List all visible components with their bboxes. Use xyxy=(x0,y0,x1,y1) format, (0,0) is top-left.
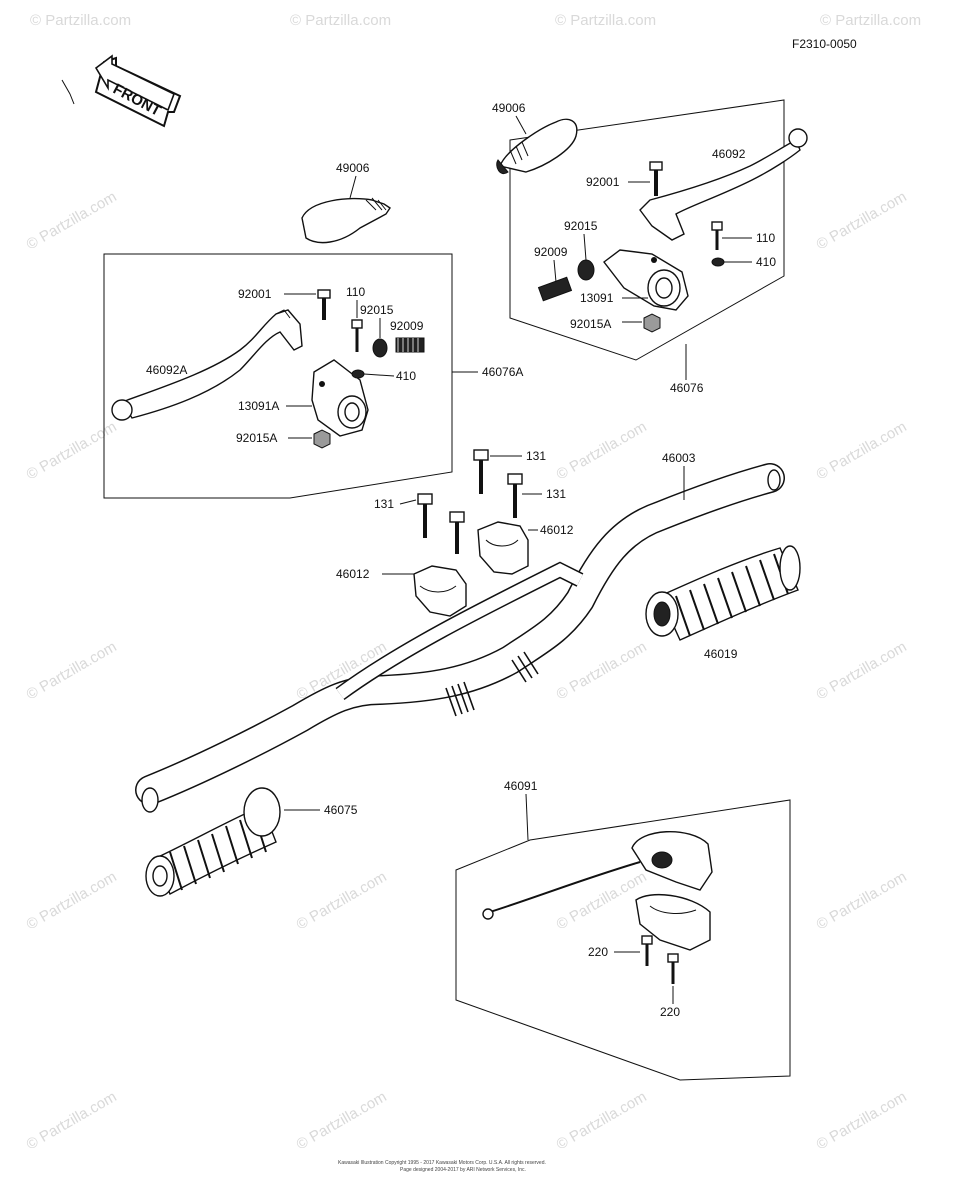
throttle-assembly-outline xyxy=(455,799,791,1081)
watermark: © Partzilla.com xyxy=(555,12,656,29)
label-131-c: 131 xyxy=(374,497,394,511)
grip-46019 xyxy=(645,545,801,641)
label-220-b: 220 xyxy=(660,1005,680,1019)
label-92015-left: 92015 xyxy=(360,303,394,317)
screw-220-b xyxy=(667,953,679,984)
lever-holder-13091A xyxy=(311,359,369,437)
washer-92015-right xyxy=(577,259,595,281)
dust-cover-left xyxy=(301,197,391,244)
label-13091A: 13091A xyxy=(238,399,279,413)
label-110-left: 110 xyxy=(346,285,365,299)
watermark: © Partzilla.com xyxy=(24,1088,120,1153)
watermark: © Partzilla.com xyxy=(554,1088,650,1153)
label-46012-b: 46012 xyxy=(336,567,370,581)
handlebar-46003 xyxy=(135,463,785,813)
label-410-left: 410 xyxy=(396,369,416,383)
bolt-92001-right xyxy=(649,161,663,196)
watermark: © Partzilla.com xyxy=(294,1088,390,1153)
label-13091: 13091 xyxy=(580,291,614,305)
label-92001-left: 92001 xyxy=(238,287,272,301)
handlebar-holder-46012-lower xyxy=(413,565,467,617)
label-49006-left: 49006 xyxy=(336,161,370,175)
handlebar-holder-46012-upper xyxy=(477,521,529,575)
label-131-b: 131 xyxy=(546,487,566,501)
footer-copyright: Kawasaki Illustration Copyright 1995 - 2… xyxy=(338,1160,546,1166)
bolt-131-d xyxy=(449,511,465,554)
diagram-code: F2310-0050 xyxy=(792,37,857,51)
watermark: © Partzilla.com xyxy=(814,638,910,703)
lever-holder-13091 xyxy=(603,249,689,311)
watermark: © Partzilla.com xyxy=(294,868,390,933)
watermark: © Partzilla.com xyxy=(554,418,650,483)
label-46092: 46092 xyxy=(712,147,746,161)
watermark: © Partzilla.com xyxy=(820,12,921,29)
watermark: © Partzilla.com xyxy=(24,418,120,483)
label-46012-a: 46012 xyxy=(540,523,574,537)
watermark: © Partzilla.com xyxy=(814,1088,910,1153)
right-assembly-outline xyxy=(509,99,785,361)
label-110-right: 110 xyxy=(756,231,775,245)
label-92001-right: 92001 xyxy=(586,175,620,189)
label-46091: 46091 xyxy=(504,779,538,793)
adjuster-92009-left xyxy=(395,337,425,353)
watermark: © Partzilla.com xyxy=(814,188,910,253)
adjuster-92009-right xyxy=(537,276,573,302)
label-92015A-right: 92015A xyxy=(570,317,611,331)
bolt-131-b xyxy=(507,473,523,518)
watermark: © Partzilla.com xyxy=(290,12,391,29)
label-46092A: 46092A xyxy=(146,363,187,377)
watermark: © Partzilla.com xyxy=(24,868,120,933)
watermark: © Partzilla.com xyxy=(24,188,120,253)
label-46076: 46076 xyxy=(670,381,704,395)
label-46019: 46019 xyxy=(704,647,738,661)
nut-410-right xyxy=(711,257,725,267)
washer-92015-left xyxy=(372,338,388,358)
dust-cover-right xyxy=(496,118,578,174)
label-131-a: 131 xyxy=(526,449,546,463)
label-92009-left: 92009 xyxy=(390,319,424,333)
label-46076A: 46076A xyxy=(482,365,523,379)
label-46075: 46075 xyxy=(324,803,358,817)
throttle-housing-46091 xyxy=(482,831,713,951)
watermark: © Partzilla.com xyxy=(554,638,650,703)
label-46003: 46003 xyxy=(662,451,696,465)
label-220-a: 220 xyxy=(588,945,608,959)
nut-410-left xyxy=(351,369,365,379)
left-assembly-outline xyxy=(103,253,453,499)
watermark: © Partzilla.com xyxy=(814,418,910,483)
screw-220-a xyxy=(641,935,653,966)
label-92015-right: 92015 xyxy=(564,219,598,233)
watermark: © Partzilla.com xyxy=(24,638,120,703)
nut-92015A-right xyxy=(643,313,661,333)
watermark: © Partzilla.com xyxy=(30,12,131,29)
bolt-110-left xyxy=(351,319,363,352)
watermark: © Partzilla.com xyxy=(554,868,650,933)
grip-46075 xyxy=(145,787,281,897)
label-92009-right: 92009 xyxy=(534,245,568,259)
footer-designer: Page designed 2004-2017 by ARI Network S… xyxy=(400,1167,526,1173)
bolt-131-c xyxy=(417,493,433,538)
label-410-right: 410 xyxy=(756,255,776,269)
brake-lever-46092 xyxy=(639,128,808,241)
clutch-lever-46092A xyxy=(111,309,303,421)
nut-92015A-left xyxy=(313,429,331,449)
watermark: © Partzilla.com xyxy=(814,868,910,933)
front-arrow-icon: FRONT xyxy=(61,54,182,128)
bolt-131-a xyxy=(473,449,489,494)
label-92015A-left: 92015A xyxy=(236,431,277,445)
bolt-110-right xyxy=(711,221,723,250)
label-49006-right: 49006 xyxy=(492,101,526,115)
bolt-92001-left xyxy=(317,289,331,320)
